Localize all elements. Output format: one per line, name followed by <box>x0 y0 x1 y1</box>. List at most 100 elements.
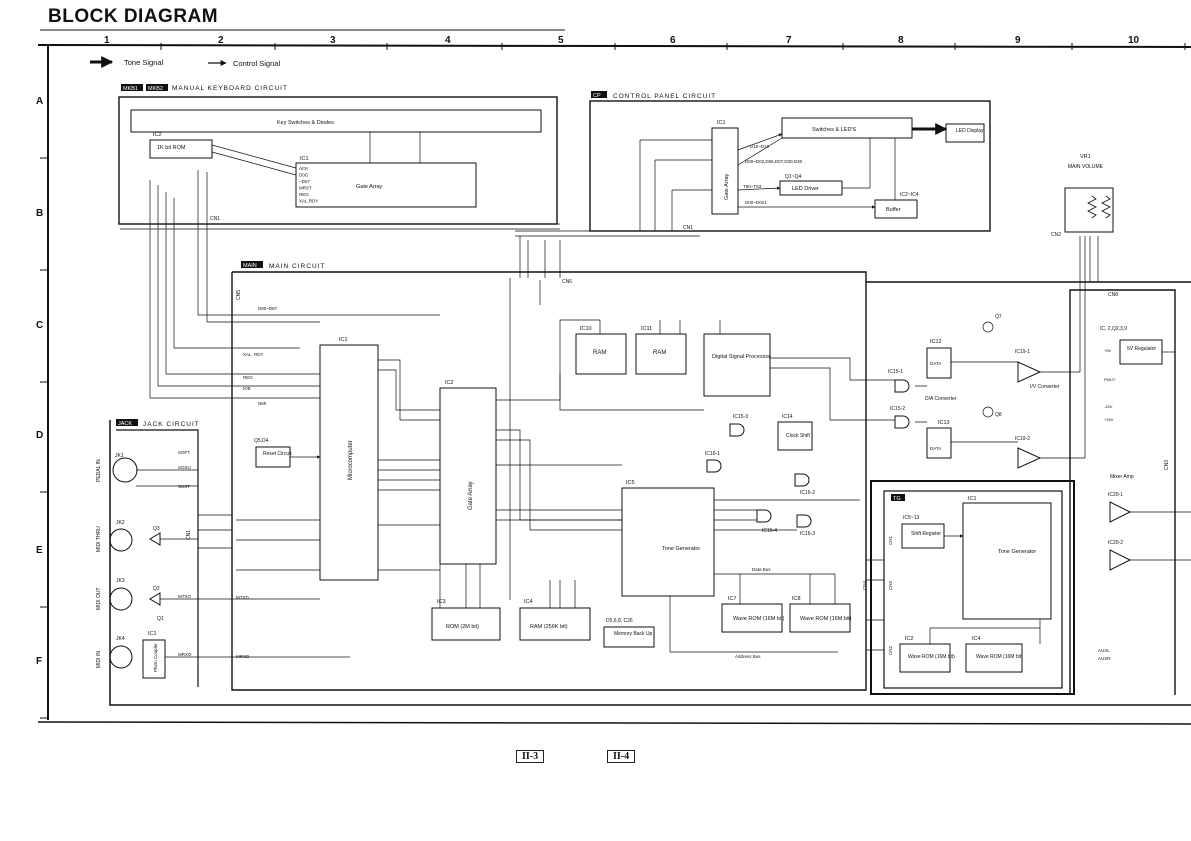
mkb1-tag: MKB1 <box>123 86 138 92</box>
svg-text:CN3: CN3 <box>1164 460 1170 470</box>
svg-text:IC12: IC12 <box>930 339 942 345</box>
ruler-row-D: D <box>36 430 43 441</box>
rom-1k-label: 1K bit ROM <box>157 145 186 151</box>
svg-text:NMI: NMI <box>258 401 266 406</box>
regulator-label: 5V Regulator <box>1127 346 1157 352</box>
svg-text:VR1: VR1 <box>1080 154 1091 160</box>
microcomputer-label: Microcomputer <box>348 440 354 480</box>
svg-text:IC11: IC11 <box>641 326 652 332</box>
mkb-pin-label: ~D07 <box>299 179 310 184</box>
svg-text:IC19-1: IC19-1 <box>1015 349 1030 355</box>
svg-text:+5V: +5V <box>1104 348 1112 353</box>
svg-text:D/A Converter: D/A Converter <box>925 396 957 402</box>
svg-text:IC1: IC1 <box>968 496 977 502</box>
ruler-col-6: 6 <box>670 35 676 46</box>
svg-text:IC15-2: IC15-2 <box>890 406 905 412</box>
ruler-col-2: 2 <box>218 35 224 46</box>
ruler-col-8: 8 <box>898 35 904 46</box>
control-panel-circuit: CP CONTROL PANEL CIRCUIT IC1 Gate Array … <box>589 91 991 232</box>
svg-text:MTXD: MTXD <box>236 595 249 600</box>
rom-2m-label: ROM (2M bit) <box>446 624 479 630</box>
main-volume: VR1 MAIN VOLUME CN2 <box>1051 154 1114 238</box>
svg-text:Q1~Q4: Q1~Q4 <box>785 174 801 180</box>
svg-text:JK3: JK3 <box>116 578 125 584</box>
svg-text:IC8: IC8 <box>792 596 801 602</box>
led-display-label: LED Display <box>956 128 984 134</box>
svg-text:PMUT: PMUT <box>1104 377 1116 382</box>
jack-tag: JACK <box>118 421 132 427</box>
main-tone-generator: Tone Generator <box>662 546 700 552</box>
ruler-row-E: E <box>36 545 43 556</box>
svg-text:PEDAL IN: PEDAL IN <box>96 459 102 482</box>
tg-wave-rom-ic4: Wave ROM (16M bit) <box>976 654 1023 660</box>
svg-text:SOSU: SOSU <box>178 465 191 470</box>
ruler-row-F: F <box>36 656 42 667</box>
ruler-col-9: 9 <box>1015 35 1021 46</box>
legend-tone-label: Tone Signal <box>124 58 164 67</box>
svg-text:DATA: DATA <box>930 361 941 366</box>
svg-text:Q3: Q3 <box>153 526 160 532</box>
page-number-right: II-4 <box>607 750 636 763</box>
wiring <box>120 170 1191 652</box>
svg-text:CN8: CN8 <box>1108 292 1118 298</box>
svg-text:MIDI THRU: MIDI THRU <box>96 526 102 552</box>
svg-text:Gate Array: Gate Array <box>724 173 730 200</box>
svg-text:SOFT: SOFT <box>178 450 190 455</box>
ruler-col-4: 4 <box>445 35 451 46</box>
mkb-pin-label: XAL,RDY <box>299 199 318 204</box>
svg-text:Q1: Q1 <box>157 616 164 622</box>
svg-text:D10~D19: D10~D19 <box>750 144 770 149</box>
svg-text:JK4: JK4 <box>116 636 125 642</box>
svg-text:IC15-3: IC15-3 <box>733 414 748 420</box>
ruler-row-C: C <box>36 320 43 331</box>
led-driver-label: LED Driver <box>792 186 819 192</box>
svg-text:Photo Coupler: Photo Coupler <box>153 643 158 672</box>
svg-text:IC5~13: IC5~13 <box>903 515 919 521</box>
svg-text:Q8: Q8 <box>995 412 1002 418</box>
tg-tone-generator: Tone Generator <box>998 549 1036 555</box>
legend: Tone Signal Control Signal <box>90 56 280 68</box>
svg-text:IOE: IOE <box>243 386 251 391</box>
svg-text:Q7: Q7 <box>995 314 1002 320</box>
svg-text:IC16-2: IC16-2 <box>800 490 815 496</box>
svg-text:IC1: IC1 <box>148 631 157 637</box>
svg-text:XAL, RDY: XAL, RDY <box>243 352 264 357</box>
svg-text:DATA: DATA <box>930 446 941 451</box>
svg-text:D5,6,8, C26: D5,6,8, C26 <box>606 618 633 624</box>
svg-text:IC4: IC4 <box>524 599 533 605</box>
svg-text:I/V Converter: I/V Converter <box>1030 384 1060 390</box>
svg-text:D00~D021: D00~D021 <box>745 200 767 205</box>
memory-backup-label: Memory Back Up <box>614 631 653 637</box>
switches-leds-label: Switches & LED'S <box>812 127 856 133</box>
svg-text:IC16-1: IC16-1 <box>705 451 720 457</box>
page-number-left: II-3 <box>516 750 545 763</box>
wave-rom-ic8: Wave ROM (16M bit) <box>800 616 852 622</box>
svg-text:D00~D02,D06,D07,D30,D30: D00~D02,D06,D07,D30,D30 <box>745 159 803 164</box>
svg-text:CN2: CN2 <box>1051 232 1061 238</box>
svg-text:IC13: IC13 <box>938 420 950 426</box>
ruler-col-7: 7 <box>786 35 792 46</box>
ruler-col-5: 5 <box>558 35 564 46</box>
svg-text:CN6: CN6 <box>562 279 572 285</box>
svg-text:Q5,D4: Q5,D4 <box>254 438 269 444</box>
svg-text:IC2: IC2 <box>153 132 162 138</box>
svg-text:MIDI IN: MIDI IN <box>96 651 102 668</box>
svg-text:CN1: CN1 <box>683 225 693 231</box>
svg-text:SUST: SUST <box>178 484 190 489</box>
ruler-col-1: 1 <box>104 35 110 46</box>
svg-text:IC20-1: IC20-1 <box>1108 492 1123 498</box>
svg-text:CN5: CN5 <box>236 290 242 300</box>
svg-text:CN3: CN3 <box>888 581 893 590</box>
svg-text:IC2: IC2 <box>445 380 454 386</box>
svg-text:IC1: IC1 <box>339 337 348 343</box>
tg-circuit: TG IC1 Tone Generator IC5~13 Shift Regis… <box>862 480 1075 695</box>
svg-text:Mixer Amp: Mixer Amp <box>1110 474 1134 480</box>
svg-text:CN1: CN1 <box>186 530 192 540</box>
wave-rom-ic7: Wave ROM (16M bit) <box>733 616 785 622</box>
svg-text:IC16-4: IC16-4 <box>762 528 777 534</box>
svg-text:+15V: +15V <box>1104 417 1114 422</box>
svg-text:JK2: JK2 <box>116 520 125 526</box>
main-tag: MAIN <box>243 263 257 269</box>
